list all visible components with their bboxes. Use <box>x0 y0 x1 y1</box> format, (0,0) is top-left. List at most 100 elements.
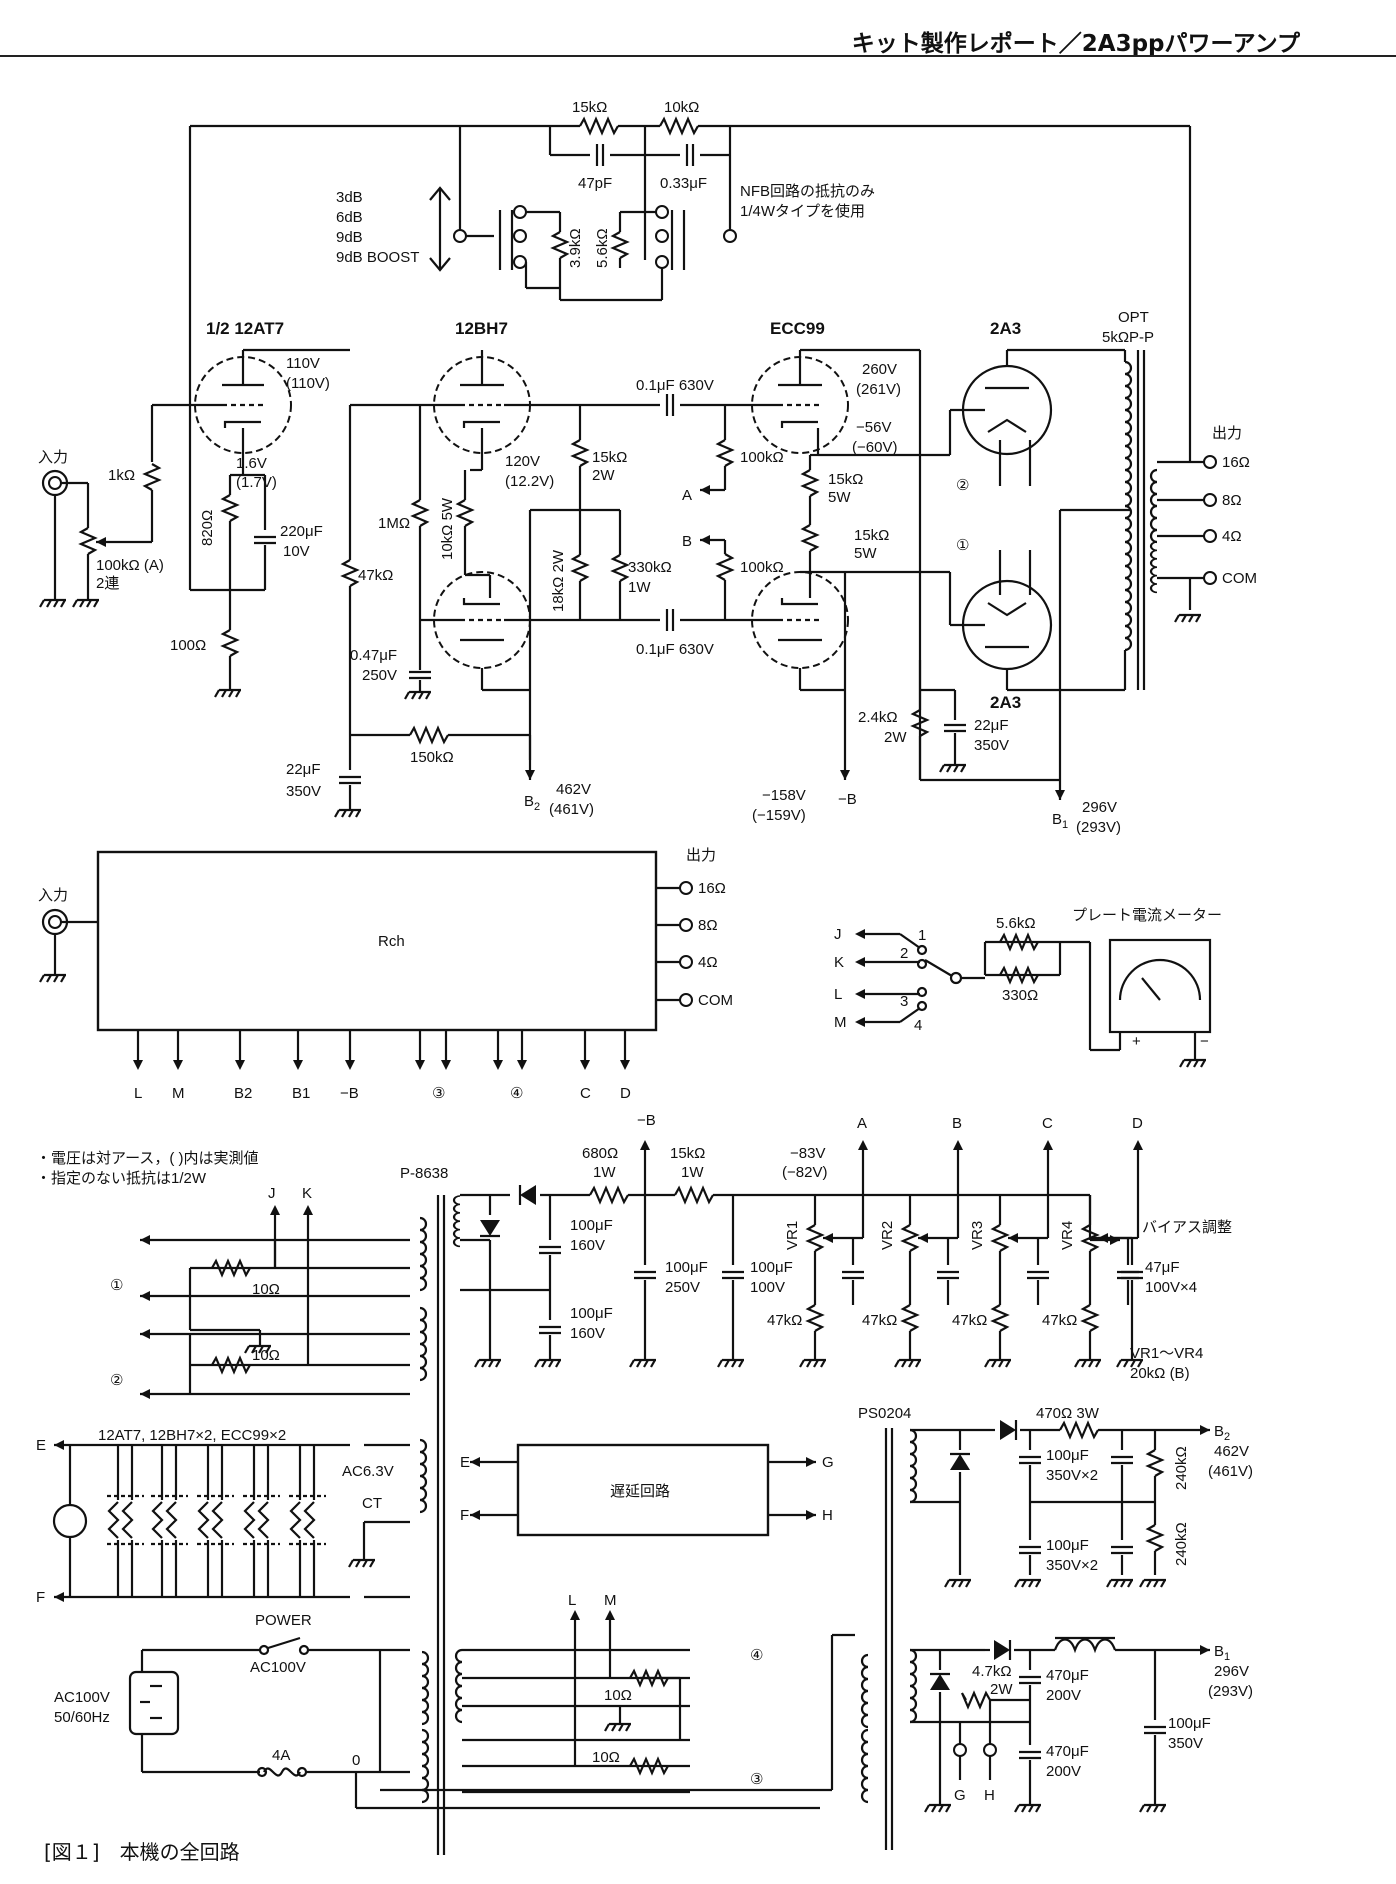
meter-pos-1: 1 <box>918 927 926 944</box>
v3-plate-vm: (261V) <box>856 381 901 398</box>
r47k-label: 47kΩ <box>358 567 393 584</box>
c22a-label: 22μF <box>286 761 321 778</box>
c100f-v-label: 350V×2 <box>1046 1557 1098 1574</box>
r15k5w1-w-label: 5W <box>828 489 851 506</box>
rch-pin-0: L <box>134 1085 142 1102</box>
opt-z-label: 5kΩP-P <box>1102 329 1154 346</box>
ps-b1-label: B1 <box>1214 1643 1230 1663</box>
heater-j-label: J <box>268 1185 276 1202</box>
rch-pin-5: ③ <box>432 1085 445 1102</box>
meter-r2-label: 330Ω <box>1002 987 1038 1004</box>
r10k5w-label: 10kΩ 5W <box>439 497 456 560</box>
tap-com-label: COM <box>1222 570 1257 587</box>
v2-k-vm: (12.2V) <box>505 473 554 490</box>
nfb-sw-6db: 6dB <box>336 209 363 226</box>
heater-list-label: 12AT7, 12BH7×2, ECC99×2 <box>98 1427 286 1444</box>
nfb-note-1: NFB回路の抵抗のみ <box>740 183 875 200</box>
c047-label: 0.47μF <box>350 647 397 664</box>
tap-8-label: 8Ω <box>1222 492 1242 509</box>
main-b1-v: 296V <box>1082 799 1117 816</box>
heater-e-label: E <box>36 1437 46 1454</box>
c470b-v-label: 200V <box>1046 1763 1081 1780</box>
ac-hz-label: 50/60Hz <box>54 1709 110 1726</box>
c100c-label: 100μF <box>665 1259 708 1276</box>
bias-adj-label: バイアス調整 <box>1142 1219 1232 1236</box>
c100d-v-label: 100V <box>750 1279 785 1296</box>
main-input-label: 入力 <box>38 449 68 466</box>
rch-tap-com: COM <box>698 992 733 1009</box>
nfb-network <box>188 116 1192 590</box>
rch-tap-8: 8Ω <box>698 917 718 934</box>
nfb-c2-label: 0.33μF <box>660 175 707 192</box>
vr-tap-A: A <box>857 1115 867 1132</box>
vr-note-label: VR1〜VR4 <box>1130 1345 1203 1362</box>
r15k5w1-label: 15kΩ <box>828 471 863 488</box>
fuse-label: 4A <box>272 1747 290 1764</box>
tube-2a3-upper <box>961 350 1053 486</box>
tube-v1-label: 1/2 12AT7 <box>206 319 284 338</box>
c220v-label: 10V <box>283 543 310 560</box>
nfb-note-2: 1/4Wタイプを使用 <box>740 203 865 220</box>
r10d-label: 10Ω <box>592 1749 620 1766</box>
vr-3-label: VR3 <box>969 1221 986 1250</box>
c47-label: 47μF <box>1145 1259 1180 1276</box>
node-a-label: A <box>682 487 692 504</box>
delay-h-label: H <box>822 1507 833 1524</box>
r15k5w2-label: 15kΩ <box>854 527 889 544</box>
meter-in-j: J <box>834 926 842 943</box>
vr-2-label: VR2 <box>879 1221 896 1250</box>
nfb-c1-label: 47pF <box>578 175 612 192</box>
c100b-label: 100μF <box>570 1305 613 1322</box>
bias-v-label: −83V <box>790 1145 825 1162</box>
rch-tap-16: 16Ω <box>698 880 726 897</box>
plate-current-meter <box>855 929 1212 1069</box>
c100f-label: 100μF <box>1046 1537 1089 1554</box>
tube-v5-label: 2A3 <box>990 693 1021 712</box>
delay-g-label: G <box>822 1454 834 1471</box>
main-amp-wiring <box>38 348 1217 819</box>
c100a-label: 100μF <box>570 1217 613 1234</box>
r24k-w-label: 2W <box>884 729 907 746</box>
bias-vm-label: (−82V) <box>782 1164 827 1181</box>
nfb-r2-label: 10kΩ <box>664 99 699 116</box>
r47k-2: 47kΩ <box>862 1312 897 1329</box>
r820-label: 820Ω <box>199 510 216 546</box>
rch-output-label: 出力 <box>686 847 716 864</box>
nfb-sw-9db: 9dB <box>336 229 363 246</box>
ps-b2-label: B2 <box>1214 1423 1230 1443</box>
r680-label: 680Ω <box>582 1145 618 1162</box>
ps-g-label: G <box>954 1787 966 1804</box>
r15k2w-label: 15kΩ <box>592 449 627 466</box>
nfb-sw-9db-boost: 9dB BOOST <box>336 249 419 266</box>
vr-1-label: VR1 <box>784 1221 801 1250</box>
c22b-v-label: 350V <box>974 737 1009 754</box>
c470a-v-label: 200V <box>1046 1687 1081 1704</box>
r15k2w-w-label: 2W <box>592 467 615 484</box>
c100e-label: 100μF <box>1046 1447 1089 1464</box>
rch-pin-2: B2 <box>234 1085 252 1102</box>
figure-caption: [図１] 本機の全回路 <box>44 1840 240 1864</box>
meter-in-l: L <box>834 986 842 1003</box>
r10a-label: 10Ω <box>252 1281 280 1298</box>
meter-r1-label: 5.6kΩ <box>996 915 1036 932</box>
c100c-v-label: 250V <box>665 1279 700 1296</box>
tube-2a3-lower <box>961 550 1053 690</box>
v1-plate-v: 110V <box>286 355 320 372</box>
vr-tap-B: B <box>952 1115 962 1132</box>
header-rule <box>0 55 1396 57</box>
r1m-label: 1MΩ <box>378 515 410 532</box>
main-output-label: 出力 <box>1212 425 1242 442</box>
delay-label: 遅延回路 <box>610 1483 670 1500</box>
r18k-label: 18kΩ 2W <box>550 549 567 612</box>
tube-v3-label: ECC99 <box>770 319 825 338</box>
mb-vm: (−159V) <box>752 807 806 824</box>
ps-h-label: H <box>984 1787 995 1804</box>
r240a-label: 240kΩ <box>1173 1446 1190 1490</box>
tap-4-label: 4Ω <box>1222 528 1242 545</box>
meter-in-k: K <box>834 954 844 971</box>
ct-label: CT <box>362 1495 382 1512</box>
nfb-r4-label: 5.6kΩ <box>594 228 611 268</box>
r470-label: 470Ω 3W <box>1036 1405 1100 1422</box>
v3-k-v: −56V <box>856 419 891 436</box>
